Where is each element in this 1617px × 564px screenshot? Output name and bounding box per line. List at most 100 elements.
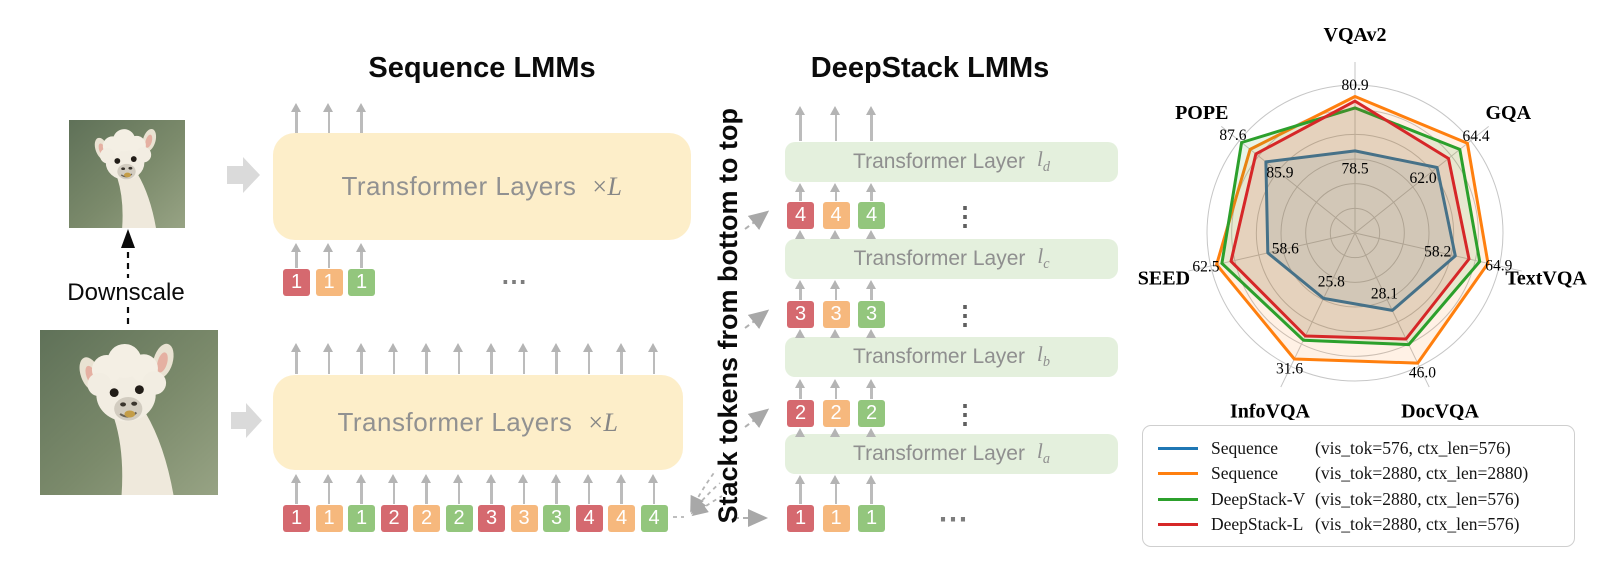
chart-legend: Sequence (vis_tok=576, ctx_len=576) Sequen… bbox=[1142, 425, 1575, 547]
sequence-title: Sequence LMMs bbox=[368, 52, 596, 84]
inner-value-label: 58.6 bbox=[1272, 240, 1299, 257]
transformer-layer-block-a: Transformer Layer la bbox=[785, 434, 1118, 474]
radar-series-sequence bbox=[1215, 95, 1490, 365]
axis-label-POPE: POPE bbox=[1175, 102, 1228, 124]
up-arrow bbox=[421, 343, 430, 374]
sequence-token: 4 bbox=[608, 505, 635, 532]
axis-label-GQA: GQA bbox=[1485, 102, 1531, 124]
inner-value-label: 28.1 bbox=[1371, 286, 1398, 303]
outer-value-label: 80.9 bbox=[1341, 77, 1368, 94]
downscale-arrow bbox=[121, 229, 135, 326]
up-arrow bbox=[831, 106, 840, 141]
outer-value-label: 64.9 bbox=[1485, 257, 1512, 274]
deepstack-token: 4 bbox=[787, 202, 814, 229]
downscale-label: Downscale bbox=[67, 279, 185, 306]
transformer-layer-block-c: Transformer Layer lc bbox=[785, 239, 1118, 279]
sequence-ellipsis: ⋯ bbox=[501, 266, 530, 296]
up-arrow bbox=[616, 343, 625, 374]
sequence-token: 1 bbox=[283, 505, 310, 532]
legend-line-swatch bbox=[1158, 472, 1198, 476]
up-arrow bbox=[795, 475, 804, 504]
horizontal-ellipsis: ⋯ bbox=[938, 503, 975, 536]
deepstack-title: DeepStack LMMs bbox=[810, 52, 1050, 84]
outer-value-label: 64.4 bbox=[1462, 128, 1489, 145]
up-arrow bbox=[795, 379, 804, 399]
legend-series-params: (vis_tok=2880, ctx_len=2880) bbox=[1315, 463, 1529, 484]
up-arrow bbox=[389, 343, 398, 374]
deepstack-token: 1 bbox=[858, 505, 885, 532]
radar-spoke bbox=[1354, 232, 1522, 272]
up-arrow bbox=[356, 343, 365, 374]
radar-series-sequence bbox=[1264, 149, 1457, 312]
transformer-layer-label: Transformer Layer bbox=[853, 345, 1025, 368]
layer-index-var: lc bbox=[1037, 244, 1050, 273]
up-arrow bbox=[454, 474, 463, 504]
sequence-token: 1 bbox=[315, 505, 343, 532]
sequence-token: 3 bbox=[478, 505, 505, 532]
transformer-layers-label: Transformer Layers bbox=[337, 407, 573, 437]
transformer-layers-label: Transformer Layers bbox=[341, 171, 577, 201]
layer-index-var: ld bbox=[1036, 147, 1050, 176]
outer-value-label: 62.5 bbox=[1192, 259, 1219, 276]
transformer-layers-block-top: Transformer Layers ×L bbox=[273, 133, 691, 240]
up-arrow bbox=[324, 474, 333, 504]
sequence-token: 2 bbox=[413, 505, 440, 532]
up-arrow bbox=[866, 106, 875, 141]
times-l-label: ×L bbox=[592, 171, 623, 201]
up-arrow bbox=[486, 474, 495, 504]
deepstack-token: 2 bbox=[787, 400, 814, 427]
up-arrow bbox=[454, 343, 463, 374]
transformer-layers-block-bottom: Transformer Layers ×L bbox=[273, 375, 683, 470]
up-arrow bbox=[291, 103, 300, 133]
axis-label-InfoVQA: InfoVQA bbox=[1230, 401, 1311, 420]
up-arrow bbox=[356, 243, 365, 268]
inner-value-label: 58.2 bbox=[1424, 243, 1451, 260]
deepstack-token: 1 bbox=[822, 505, 850, 532]
up-arrow bbox=[324, 243, 333, 268]
legend-series-params: (vis_tok=2880, ctx_len=576) bbox=[1315, 488, 1520, 509]
up-arrow bbox=[356, 103, 365, 133]
legend-series-name: DeepStack-V bbox=[1211, 488, 1306, 509]
inner-value-label: 85.9 bbox=[1266, 165, 1293, 182]
vertical-ellipsis: ⋮ bbox=[952, 398, 978, 429]
legend-series-name: DeepStack-L bbox=[1211, 513, 1304, 534]
radar-series-deepstack-l bbox=[1229, 99, 1471, 341]
axis-label-TextVQA: TextVQA bbox=[1505, 268, 1587, 290]
legend-line-swatch bbox=[1158, 497, 1198, 501]
legend-series-name: Sequence bbox=[1211, 463, 1279, 484]
transformer-layer-label: Transformer Layer bbox=[853, 247, 1026, 270]
up-arrow bbox=[421, 474, 430, 504]
axis-label-VQAv2: VQAv2 bbox=[1324, 24, 1387, 46]
sequence-token: 4 bbox=[640, 505, 668, 532]
axis-label-DocVQA: DocVQA bbox=[1401, 401, 1479, 420]
transformer-layer-label: Transformer Layer bbox=[853, 442, 1025, 465]
legend-line-swatch bbox=[1158, 522, 1198, 526]
axis-label-SEED: SEED bbox=[1138, 268, 1190, 290]
up-arrow bbox=[831, 379, 840, 399]
up-arrow bbox=[866, 475, 875, 504]
legend-series-params: (vis_tok=576, ctx_len=576) bbox=[1315, 438, 1511, 458]
layer-index-var: la bbox=[1036, 439, 1050, 468]
legend-row: Sequence (vis_tok=2880, ctx_len=2880) bbox=[1158, 461, 1564, 486]
up-arrow bbox=[519, 343, 528, 374]
legend-series-params: (vis_tok=2880, ctx_len=576) bbox=[1315, 513, 1520, 534]
alpaca-image-large bbox=[40, 330, 218, 495]
up-arrow bbox=[795, 280, 804, 300]
sequence-token: 3 bbox=[543, 505, 570, 532]
deepstack-token: 1 bbox=[787, 505, 814, 532]
stack-note: Stack tokens from bottom to top bbox=[712, 108, 743, 524]
outer-value-label: 87.6 bbox=[1219, 127, 1246, 144]
sequence-token: 1 bbox=[283, 269, 310, 296]
up-arrow bbox=[291, 474, 300, 504]
legend-row: DeepStack-L (vis_tok=2880, ctx_len=576) bbox=[1158, 512, 1564, 537]
deepstack-token: 2 bbox=[858, 400, 885, 427]
up-arrow bbox=[866, 379, 875, 399]
up-arrow bbox=[831, 183, 840, 201]
sequence-token: 4 bbox=[575, 505, 603, 532]
up-arrow bbox=[649, 343, 658, 374]
deepstack-token: 2 bbox=[822, 400, 850, 427]
alpaca-image-small bbox=[69, 120, 185, 228]
